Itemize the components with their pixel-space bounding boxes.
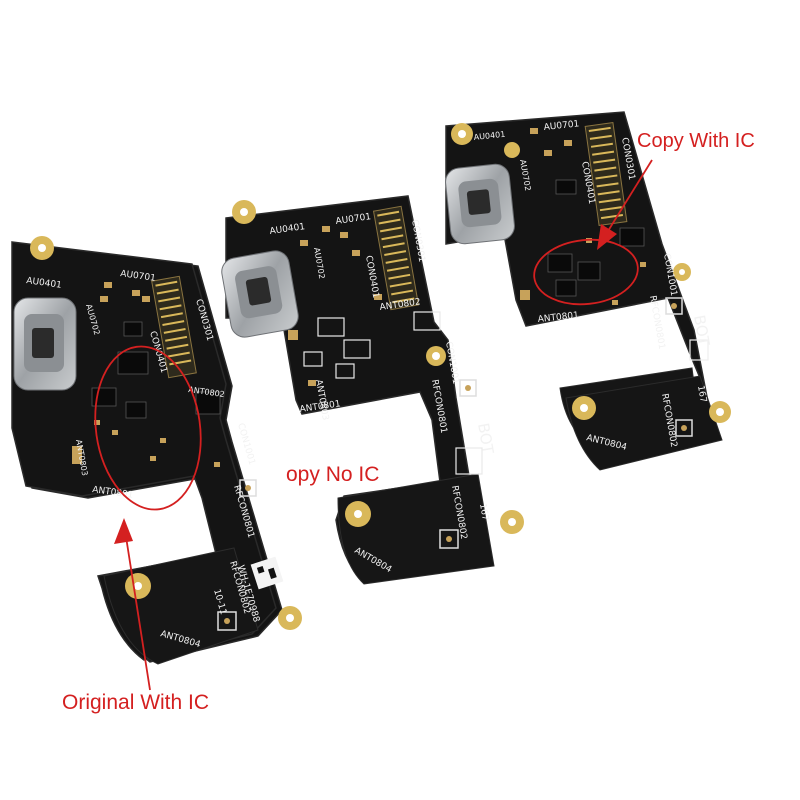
silk-label: AU0401 [473, 130, 505, 142]
arrow-line-original [123, 523, 151, 691]
flex-connector [151, 275, 197, 379]
arrow-head-copy [597, 224, 617, 250]
annotation-arrowheads [114, 224, 617, 544]
mount-pad [504, 142, 520, 158]
silk-label: AU0401 [26, 276, 63, 291]
highlight-ellipse-copy [533, 238, 639, 306]
annotation-copy-with-ic: Copy With IC [637, 130, 755, 152]
annotation-original-with-ic: Original With IC [62, 691, 210, 714]
silk-label: BOT [474, 422, 497, 456]
pcb-board-original: AU0701 AU0401 AU0702 CON0301 CON0401 ANT… [11, 236, 302, 665]
pcb-board-copy-with-ic: AU0701 AU0401 AU0702 CON0301 CON0401 ANT… [445, 111, 731, 471]
silk-label: AU0401 [269, 222, 306, 237]
annotation-markup [94, 159, 653, 691]
qr-label [250, 556, 284, 590]
silk-label: AU0701 [335, 212, 372, 227]
silk-label: AU0701 [120, 269, 157, 284]
silk-label: ANT0801 [537, 311, 579, 325]
arrow-head-original [114, 518, 133, 544]
silk-label: AU0701 [543, 119, 580, 133]
silk-label: CON1001 [235, 422, 256, 466]
silk-label: 167 [695, 385, 708, 404]
highlight-ellipse-original [94, 345, 202, 511]
silk-label: RFCON0801 [647, 295, 666, 350]
silk-label: BOT [690, 314, 713, 348]
pcb-board-copy-no-ic: AU0701 AU0401 AU0702 CON0301 CON0401 ANT… [221, 195, 524, 585]
annotation-copy-no-ic: opy No IC [286, 463, 380, 486]
silk-label: 167 [477, 503, 490, 522]
